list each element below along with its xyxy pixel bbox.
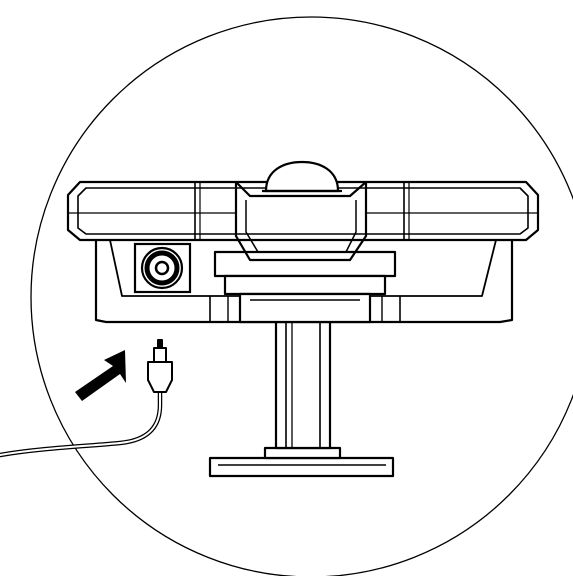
power-socket [135, 244, 190, 292]
insert-arrow-icon [75, 350, 126, 401]
light-sensor-dome [262, 162, 342, 191]
stand-base [210, 458, 393, 476]
dc-plug [148, 340, 172, 392]
